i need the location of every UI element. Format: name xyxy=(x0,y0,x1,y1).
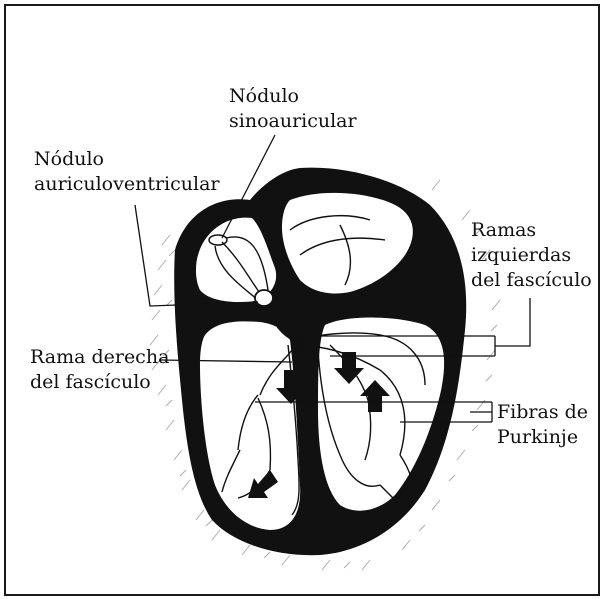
label-line: Nódulo xyxy=(229,84,357,109)
label-line: del fascículo xyxy=(30,370,169,395)
label-fibras-purkinje: Fibras de Purkinje xyxy=(497,400,588,450)
label-line: Nódulo xyxy=(34,147,220,172)
label-line: izquierdas xyxy=(471,243,592,268)
av-node xyxy=(255,290,273,306)
label-ramas-izquierdas: Ramas izquierdas del fascículo xyxy=(471,218,592,293)
label-line: Purkinje xyxy=(497,425,588,450)
label-nodulo-sinoauricular: Nódulo sinoauricular xyxy=(229,84,357,134)
label-line: Rama derecha xyxy=(30,345,169,370)
label-line: auriculoventricular xyxy=(34,172,220,197)
label-rama-derecha: Rama derecha del fascículo xyxy=(30,345,169,395)
label-nodulo-auriculoventricular: Nódulo auriculoventricular xyxy=(34,147,220,197)
label-line: del fascículo xyxy=(471,268,592,293)
label-line: sinoauricular xyxy=(229,109,357,134)
label-line: Fibras de xyxy=(497,400,588,425)
label-line: Ramas xyxy=(471,218,592,243)
